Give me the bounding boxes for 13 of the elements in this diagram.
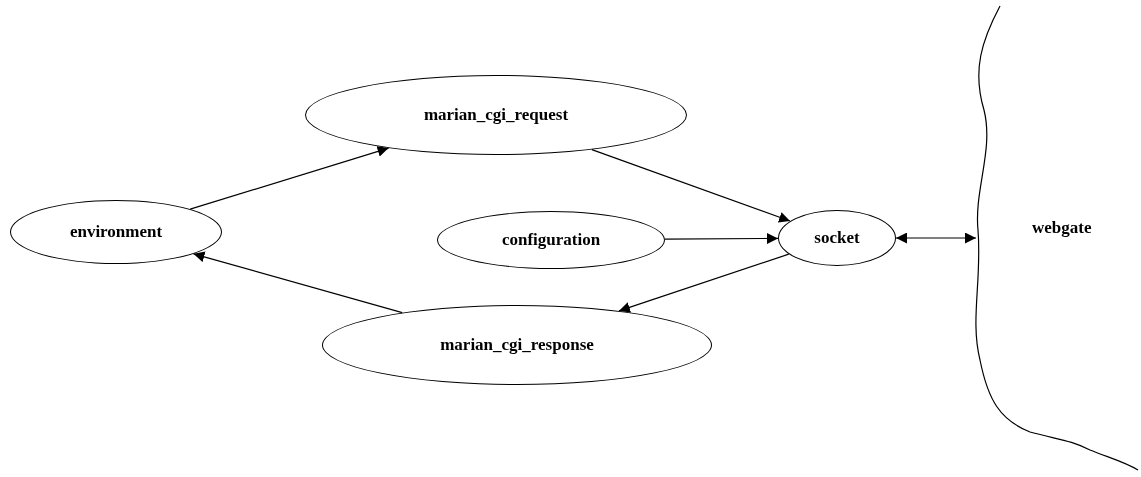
node-label: configuration (501, 230, 601, 250)
arrow (189, 146, 390, 210)
arrow (895, 232, 977, 244)
node-label: marian_cgi_response (440, 335, 594, 355)
arrow (192, 251, 403, 314)
region-label: webgate (1032, 218, 1092, 238)
ellipse-node (778, 210, 896, 266)
node-label: marian_cgi_request (423, 105, 569, 125)
node-label: socket (814, 228, 860, 248)
arrow (618, 253, 790, 313)
node-label: environment (69, 222, 163, 242)
arrow (664, 233, 779, 244)
arrow (591, 149, 791, 223)
